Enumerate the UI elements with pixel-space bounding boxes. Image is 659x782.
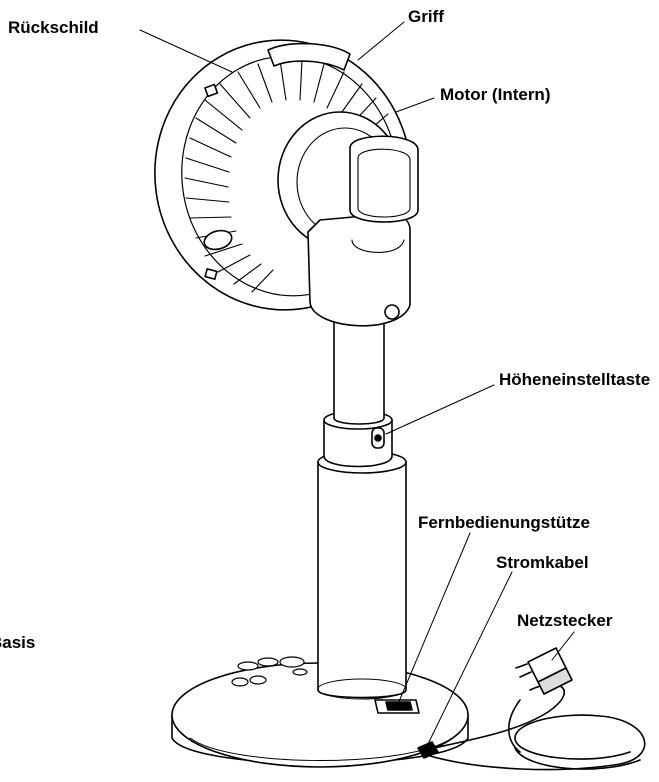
handle <box>267 42 351 71</box>
leader-lines <box>139 21 575 745</box>
power-plug <box>515 647 573 695</box>
height-adjust-button <box>371 427 385 449</box>
label-rueckschild: Rückschild <box>8 18 99 37</box>
remote-holder-slot <box>374 699 420 714</box>
label-netzstecker: Netzstecker <box>517 611 613 630</box>
base-buttons <box>231 656 308 687</box>
label-motor: Motor (Intern) <box>440 85 551 104</box>
lower-pole <box>317 450 407 700</box>
label-stromkabel: Stromkabel <box>496 553 589 572</box>
power-cord <box>429 683 646 771</box>
label-griff: Griff <box>408 7 444 26</box>
tilt-bracket <box>307 135 419 327</box>
upper-pole <box>333 321 385 425</box>
cable-outlet <box>417 741 439 759</box>
label-hoehe: Höheneinstelltaste <box>499 370 651 389</box>
label-fernbedienung: Fernbedienungstütze <box>418 513 590 532</box>
label-basis: Basis <box>0 633 36 652</box>
